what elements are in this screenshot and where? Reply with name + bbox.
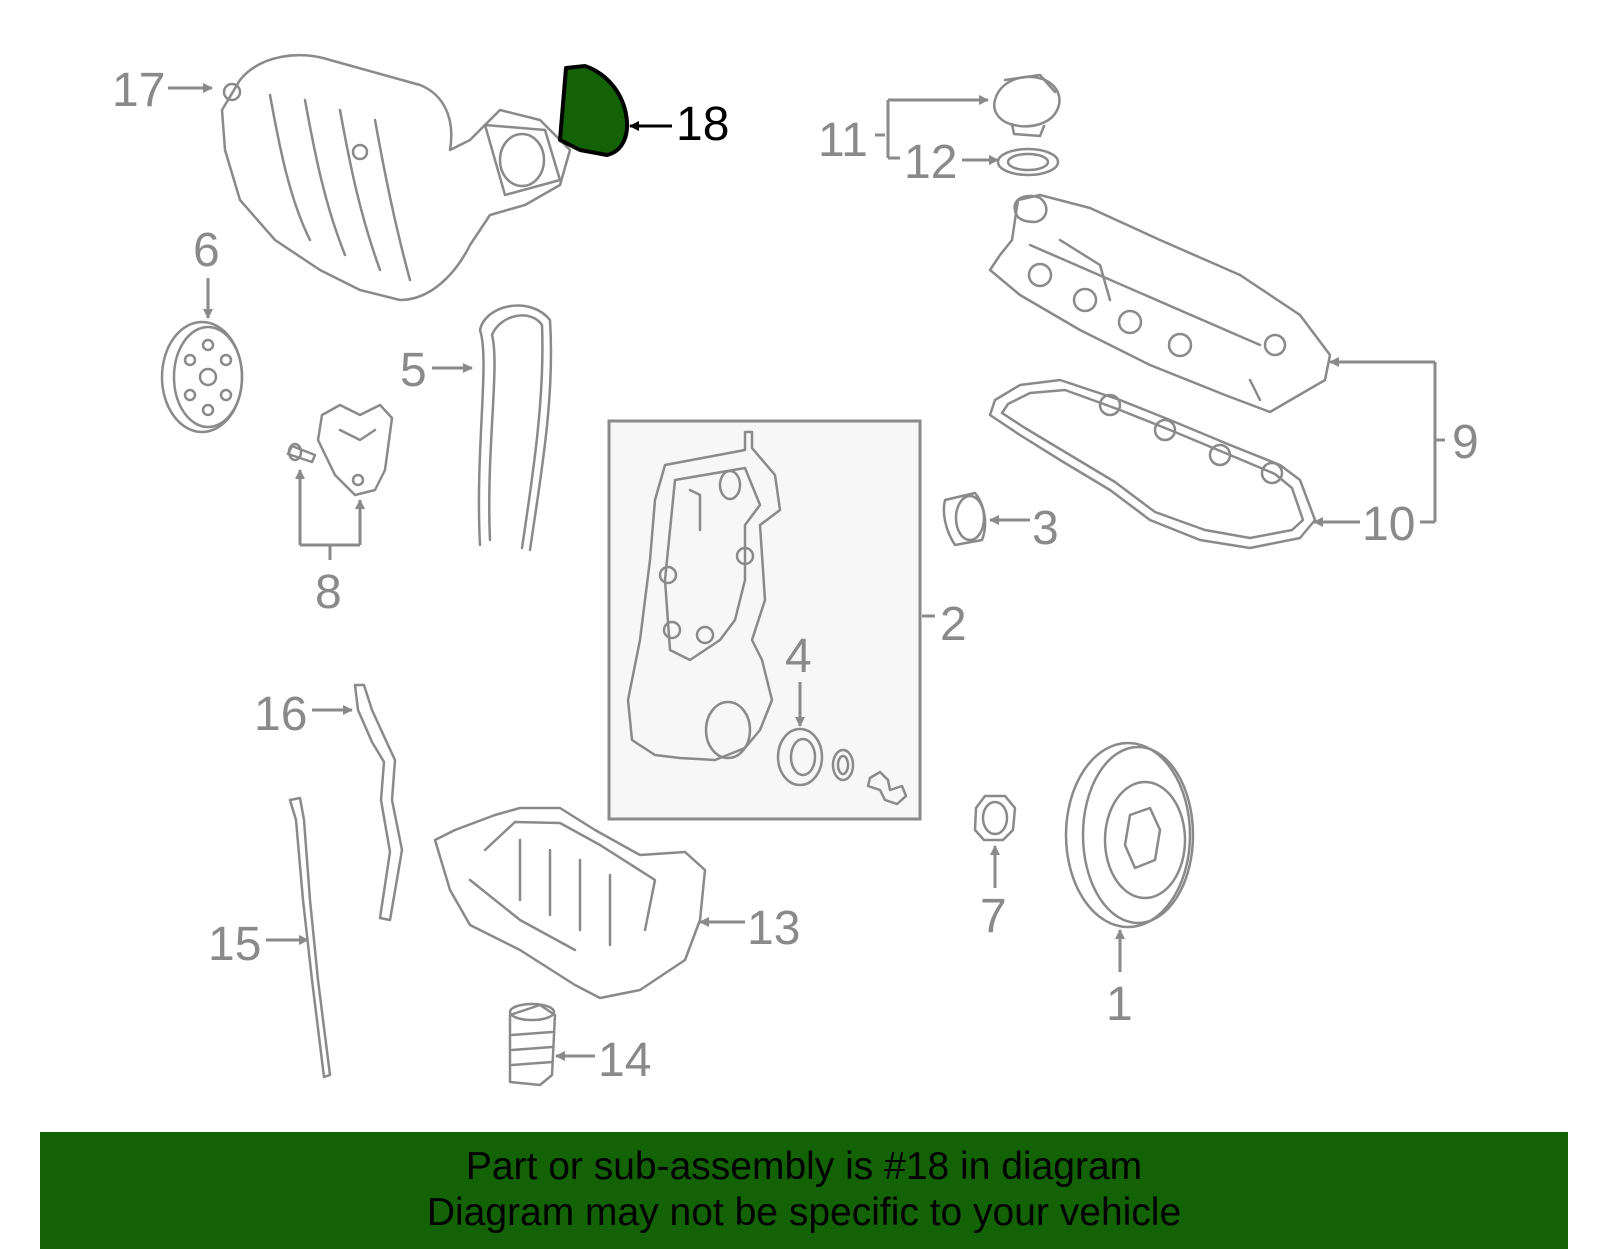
part-4-seal [776, 727, 908, 806]
callout-11: 11 [818, 114, 868, 167]
callout-5: 5 [400, 344, 427, 397]
callout-7: 7 [980, 890, 1007, 943]
callout-10: 10 [1362, 498, 1415, 551]
callout-1: 1 [1106, 978, 1133, 1031]
part-8-bracket [286, 403, 394, 497]
callout-labels: 17 18 11 12 6 5 9 10 3 8 2 4 16 7 13 15 … [112, 64, 1479, 1087]
part-13-oil-pan [433, 806, 707, 1000]
callout-4: 4 [785, 630, 812, 683]
part-7-nut [973, 794, 1017, 842]
part-2-inset-box [607, 419, 922, 821]
banner-line-1: Part or sub-assembly is #18 in diagram [465, 1145, 1143, 1188]
part-9-valve-cover [988, 193, 1332, 414]
part-14-oil-filter [508, 1002, 557, 1087]
callout-9: 9 [1452, 416, 1479, 469]
callout-14: 14 [598, 1034, 651, 1087]
callout-2: 2 [940, 598, 967, 651]
callout-6: 6 [193, 224, 220, 277]
part-1-crank-pulley [1064, 741, 1195, 929]
part-12-filler-cap-seal [996, 147, 1060, 177]
part-17-intake-manifold [220, 54, 572, 302]
part-6-pulley [160, 320, 244, 434]
part-16-dipstick-tube [353, 683, 404, 922]
callout-18: 18 [676, 98, 729, 151]
part-18-gasket-highlighted [558, 64, 630, 157]
part-5-drive-belt [477, 304, 553, 552]
part-11-oil-filler-cap [993, 73, 1061, 138]
callout-16: 16 [254, 688, 307, 741]
callout-17: 17 [112, 64, 165, 117]
info-banner: Part or sub-assembly is #18 in diagram D… [40, 1132, 1568, 1249]
part-3-plug [942, 491, 987, 547]
callout-15: 15 [208, 918, 261, 971]
part-15-dipstick [288, 796, 332, 1079]
callout-13: 13 [747, 902, 800, 955]
callout-3: 3 [1032, 502, 1059, 555]
part-10-valve-cover-gasket [988, 378, 1317, 550]
banner-line-2: Diagram may not be specific to your vehi… [426, 1191, 1182, 1234]
callout-8: 8 [315, 566, 342, 619]
leader-lines [168, 83, 1445, 1061]
callout-12: 12 [904, 136, 957, 189]
